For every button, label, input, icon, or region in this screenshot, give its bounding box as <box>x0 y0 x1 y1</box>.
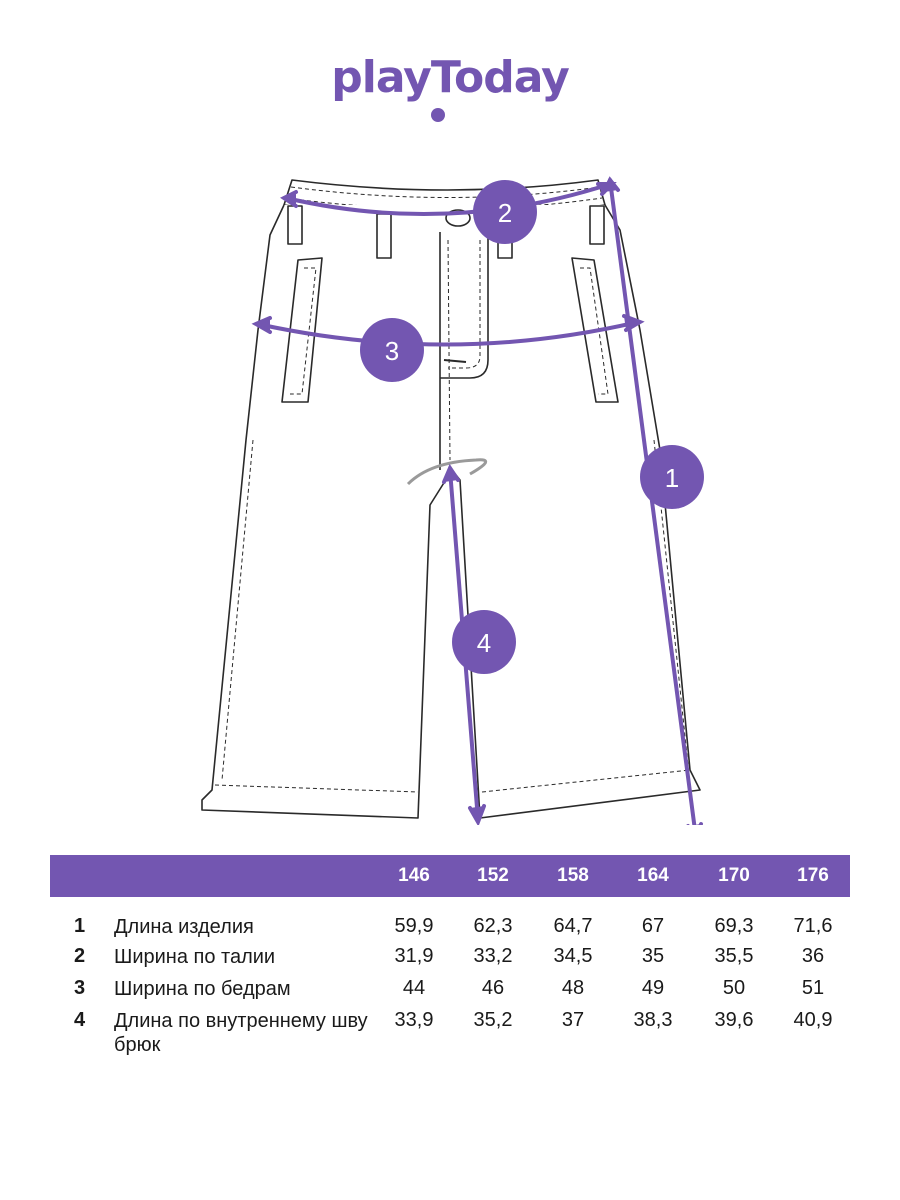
svg-text:3: 3 <box>385 336 399 366</box>
size-header: 164 <box>637 865 669 886</box>
row-value: 39,6 <box>714 1009 754 1031</box>
row-label: Длина по внутреннему шву брюк <box>114 1010 368 1056</box>
callout-badge-1: 1 <box>640 445 704 509</box>
row-value: 50 <box>722 977 746 999</box>
size-header: 158 <box>557 865 589 886</box>
size-header-bar: 146 152 158 164 170 176 <box>50 855 850 897</box>
row-value: 40,9 <box>793 1009 833 1031</box>
row-value: 44 <box>402 977 426 999</box>
size-header: 146 <box>398 865 430 886</box>
row-value: 46 <box>481 977 505 999</box>
row-value: 49 <box>641 977 665 999</box>
pants-outline <box>201 179 701 819</box>
brand-logo-text: playToday <box>331 52 570 103</box>
row-value: 59,9 <box>394 915 434 937</box>
row-value: 69,3 <box>714 915 754 937</box>
row-value: 35,5 <box>714 945 754 967</box>
svg-text:1: 1 <box>665 463 679 493</box>
row-value: 33,2 <box>473 945 513 967</box>
row-value: 51 <box>801 977 825 999</box>
row-value: 71,6 <box>793 915 833 937</box>
row-label: Ширина по талии <box>114 946 276 968</box>
row-number: 1 <box>74 915 86 937</box>
row-value: 34,5 <box>553 945 593 967</box>
svg-text:2: 2 <box>498 198 512 228</box>
svg-text:4: 4 <box>477 628 491 658</box>
row-number: 4 <box>74 1009 86 1031</box>
callout-badge-4: 4 <box>452 610 516 674</box>
measurement-arrows <box>251 176 703 825</box>
row-value: 35 <box>641 945 665 967</box>
row-value: 33,9 <box>394 1009 434 1031</box>
row-value: 67 <box>641 915 665 937</box>
row-value: 48 <box>561 977 585 999</box>
callout-badge-2: 2 <box>473 180 537 244</box>
size-header: 170 <box>718 865 750 886</box>
row-value: 31,9 <box>394 945 434 967</box>
row-label: Ширина по бедрам <box>114 978 291 1000</box>
callout-badge-3: 3 <box>360 318 424 382</box>
row-value: 38,3 <box>633 1009 673 1031</box>
pants-drawing: 1 2 3 4 <box>180 165 720 825</box>
row-number: 2 <box>74 945 86 967</box>
size-header: 152 <box>477 865 509 886</box>
row-value: 37 <box>561 1009 585 1031</box>
row-value: 35,2 <box>473 1009 513 1031</box>
size-header: 176 <box>797 865 829 886</box>
row-number: 3 <box>74 977 86 999</box>
row-value: 64,7 <box>553 915 593 937</box>
row-value: 36 <box>801 945 825 967</box>
row-value: 62,3 <box>473 915 513 937</box>
row-label: Длина изделия <box>114 916 254 938</box>
brand-logo: playToday <box>330 52 570 130</box>
logo-dot <box>431 108 445 122</box>
